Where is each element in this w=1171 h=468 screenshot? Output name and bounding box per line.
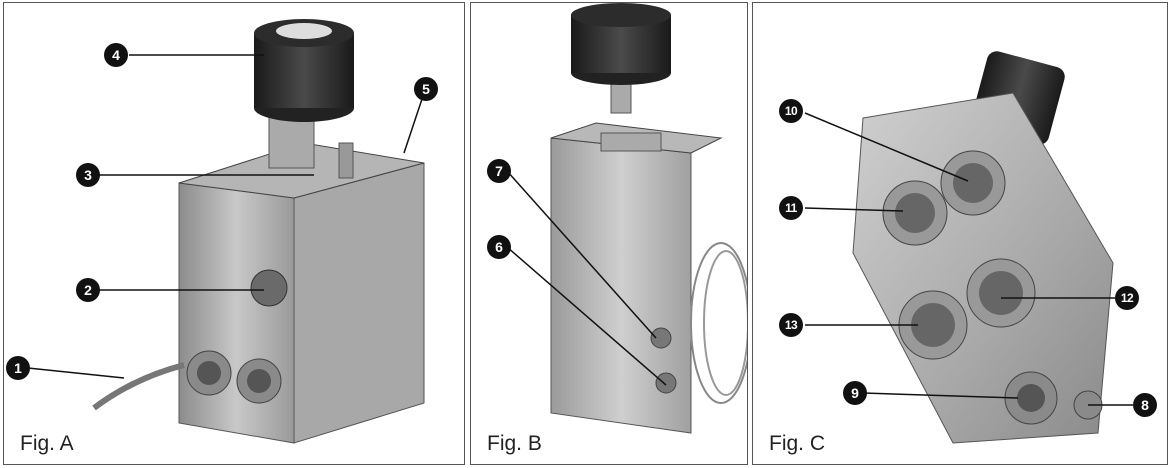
figure-b-panel: 7 6 Fig. B — [470, 2, 748, 465]
callout-3: 3 — [76, 163, 100, 187]
callout-7: 7 — [487, 159, 511, 183]
callout-1: 1 — [6, 356, 30, 380]
figure-c-label: Fig. C — [769, 432, 826, 455]
callout-12: 12 — [1115, 286, 1139, 310]
callout-2: 2 — [76, 278, 100, 302]
callout-5: 5 — [414, 77, 438, 101]
callout-6: 6 — [487, 235, 511, 259]
figure-c-panel: 10 11 12 13 9 8 Fig. C — [752, 2, 1168, 465]
figure-b-label: Fig. B — [487, 432, 542, 455]
figure-a-label: Fig. A — [20, 432, 74, 455]
callout-8: 8 — [1133, 393, 1157, 417]
callout-4: 4 — [104, 43, 128, 67]
callout-10: 10 — [779, 99, 803, 123]
gas-valve-photo-a — [27, 19, 425, 444]
callout-11: 11 — [779, 196, 803, 220]
figure-a-panel: 4 5 3 2 1 Fig. A — [3, 2, 465, 465]
callout-9: 9 — [843, 381, 867, 405]
callout-13: 13 — [779, 313, 803, 337]
gas-valve-photo-b — [506, 3, 747, 434]
gas-valve-photo-c — [804, 51, 1133, 444]
